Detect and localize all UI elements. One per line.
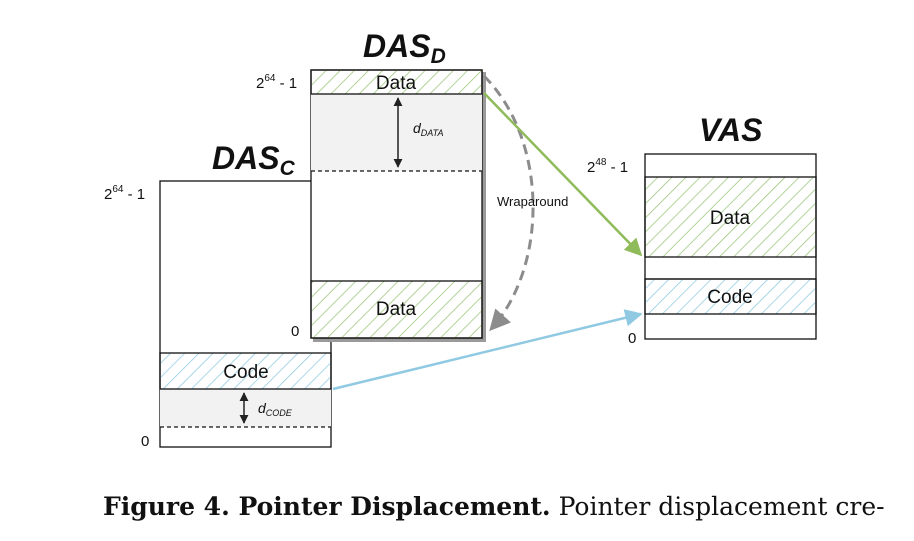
das-d-offset-label: dDATA	[413, 120, 443, 138]
das-d-data-bottom-label: Data	[376, 299, 417, 320]
figure-caption: Figure 4. Pointer Displacement. Pointer …	[103, 492, 908, 521]
das-c-bottom-address-label: 0	[141, 433, 149, 450]
wraparound-label: Wraparound	[497, 194, 568, 209]
vas-bottom-address-label: 0	[628, 330, 636, 347]
das-c-code-segment	[159, 352, 332, 390]
das-c-address-space: DASC 264 - 1 Code dCODE 0	[104, 140, 332, 450]
vas-title: VAS	[699, 112, 763, 148]
das-c-title: DASC	[212, 140, 296, 180]
vas-code-segment	[644, 278, 817, 315]
das-c-top-address-label: 264 - 1	[104, 184, 145, 203]
das-c-code-label: Code	[223, 362, 268, 383]
vas-code-label: Code	[707, 287, 752, 308]
das-d-data-segment-bottom	[310, 280, 483, 339]
vas-data-segment	[644, 176, 817, 258]
data-mapping-arrow	[483, 92, 643, 257]
das-d-title: DASD	[363, 28, 446, 68]
das-c-offset-region	[160, 389, 331, 427]
das-d-offset-region	[311, 94, 482, 171]
das-d-data-segment-top	[310, 69, 483, 95]
vas-top-address-label: 248 - 1	[587, 157, 628, 176]
wraparound-arrow	[482, 74, 535, 332]
das-d-bottom-address-label: 0	[291, 323, 299, 340]
das-d-address-space: DASD 264 - 1 Data dDATA Data 0	[256, 28, 486, 342]
vas-address-space: VAS 248 - 1 Data Code 0	[587, 112, 817, 347]
das-c-offset-label: dCODE	[258, 400, 293, 418]
figure-caption-text: Pointer displacement cre-	[550, 492, 885, 521]
vas-data-label: Data	[710, 208, 751, 229]
das-d-top-address-label: 264 - 1	[256, 73, 297, 92]
code-mapping-arrow	[332, 309, 643, 391]
figure-caption-title: Figure 4. Pointer Displacement.	[103, 492, 551, 521]
das-d-data-top-label: Data	[376, 73, 417, 94]
